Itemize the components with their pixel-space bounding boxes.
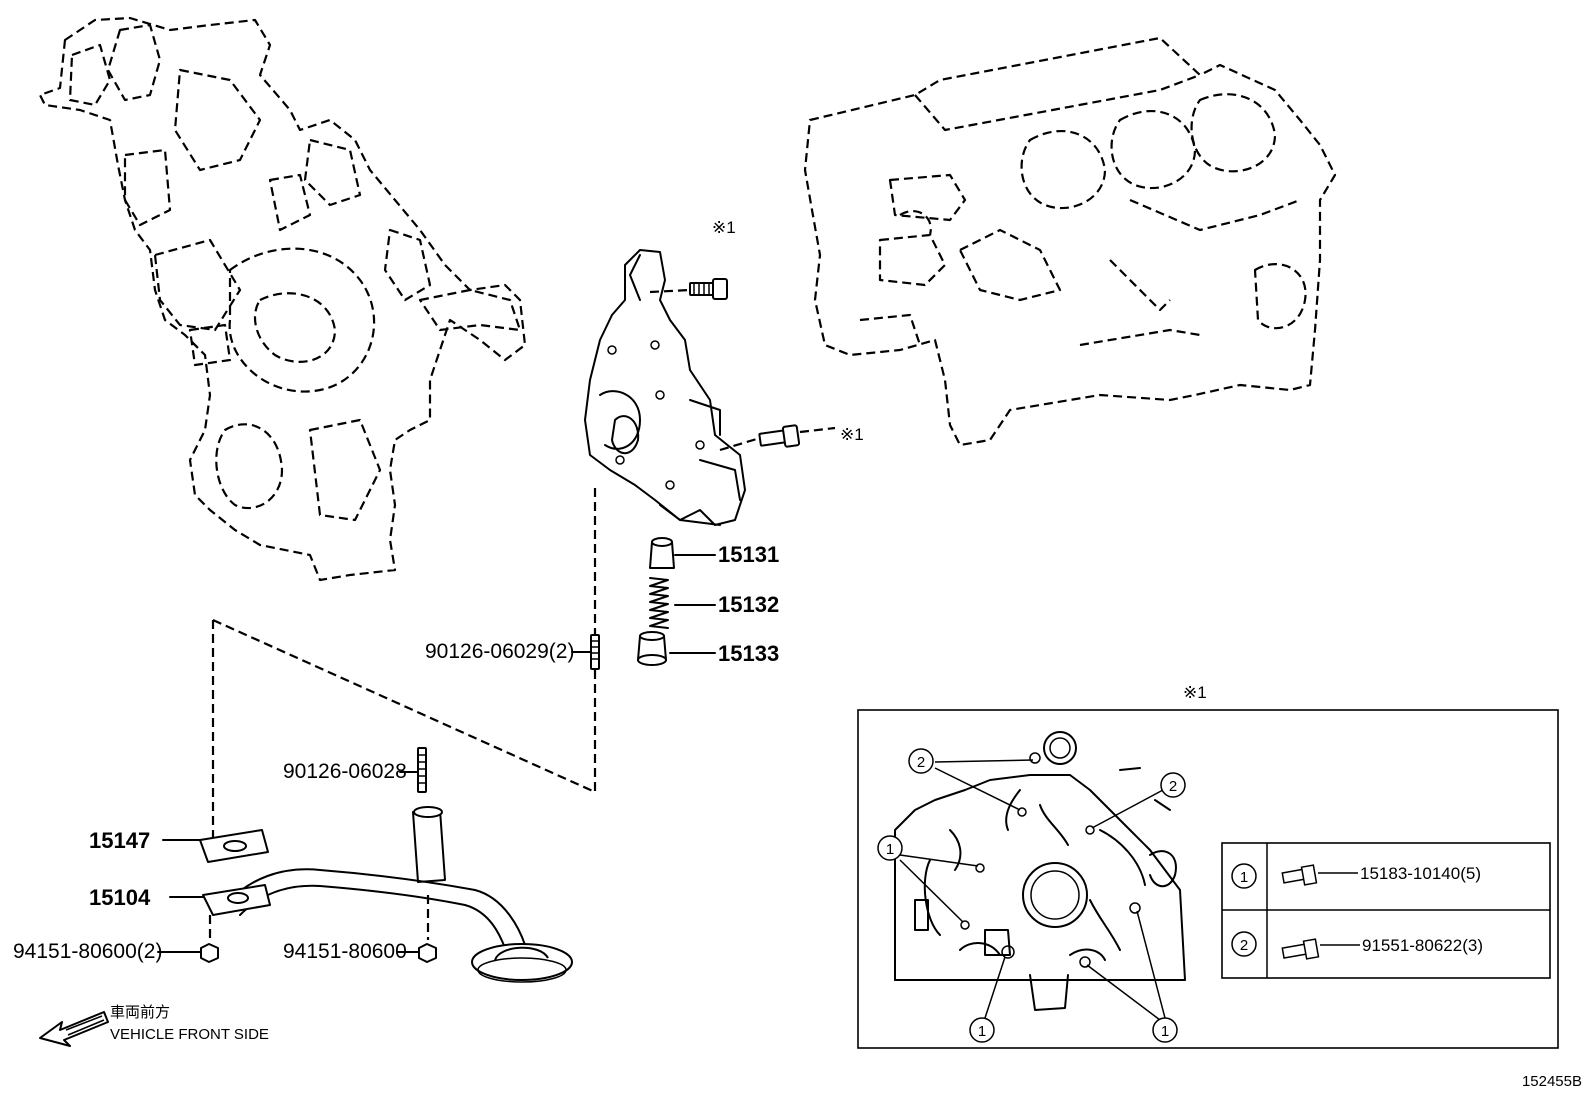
- detail-leader-lines: [899, 759, 1166, 1021]
- note-mark-upper-bolt: ※1: [712, 218, 736, 237]
- stud-90126-06028: [399, 747, 427, 793]
- note-mark-right-bolt: ※1: [840, 425, 864, 444]
- oil-pump-drawing: [584, 249, 746, 526]
- callout-15131: 15131: [718, 542, 779, 567]
- direction-label-jp: 車両前方: [110, 1004, 170, 1021]
- pump-bolt-right: [719, 424, 836, 452]
- callout-94151-80600: 94151-80600: [283, 940, 407, 963]
- detail-circle-label: 1: [978, 1023, 986, 1040]
- detail-circle-1-a: 1: [877, 835, 903, 861]
- callout-15147: 15147: [89, 828, 150, 853]
- callout-90126-06028: 90126-06028: [283, 760, 407, 783]
- legend-part-1: 15183-10140(5): [1360, 864, 1481, 883]
- timing-cover-drawing: [38, 16, 527, 582]
- detail-circle-label: 2: [917, 754, 925, 771]
- detail-circle-1-c: 1: [1152, 1017, 1178, 1043]
- oil-strainer-15104: [169, 806, 573, 983]
- relief-valve-15131: [649, 537, 716, 569]
- detail-title: ※1: [1183, 683, 1207, 702]
- detail-circle-label: 1: [1161, 1023, 1169, 1040]
- callout-15133: 15133: [718, 641, 779, 666]
- bolt-legend-table: 1 2 15183-10140(5) 91551-80622(3): [1221, 842, 1551, 979]
- bolt-icon: [1281, 938, 1320, 960]
- vehicle-front-arrow-icon: [39, 1011, 109, 1047]
- cylinder-block-drawing: [803, 36, 1337, 447]
- detail-box: [857, 709, 1559, 1049]
- strainer-guide-lines: [211, 618, 596, 840]
- legend-key-1: 1: [1240, 869, 1248, 886]
- figure-id: 152455B: [1522, 1073, 1582, 1090]
- detail-circle-label: 2: [1169, 778, 1177, 795]
- detail-circle-2-a: 2: [908, 748, 934, 774]
- callout-90126-06029: 90126-06029(2): [425, 640, 574, 663]
- nut-94151-80600: [397, 895, 437, 963]
- nut-94151-80600-2: [157, 915, 219, 963]
- direction-label-en: VEHICLE FRONT SIDE: [110, 1026, 269, 1043]
- detail-circle-1-b: 1: [969, 1017, 995, 1043]
- bolt-icon: [1281, 864, 1318, 886]
- stud-90126-06029: [571, 488, 600, 792]
- gasket-15147: [162, 829, 269, 863]
- detail-circle-2-b: 2: [1160, 772, 1186, 798]
- legend-key-2: 2: [1240, 937, 1248, 954]
- spring-15132: [649, 577, 716, 629]
- pump-bolt-upper: [649, 278, 728, 300]
- plug-15133: [637, 631, 716, 666]
- callout-15104: 15104: [89, 885, 151, 910]
- detail-circle-label: 1: [886, 841, 894, 858]
- detail-pump-view: [894, 731, 1186, 1011]
- callout-15132: 15132: [718, 592, 779, 617]
- callout-94151-80600-2: 94151-80600(2): [13, 940, 162, 963]
- legend-part-2: 91551-80622(3): [1362, 936, 1483, 955]
